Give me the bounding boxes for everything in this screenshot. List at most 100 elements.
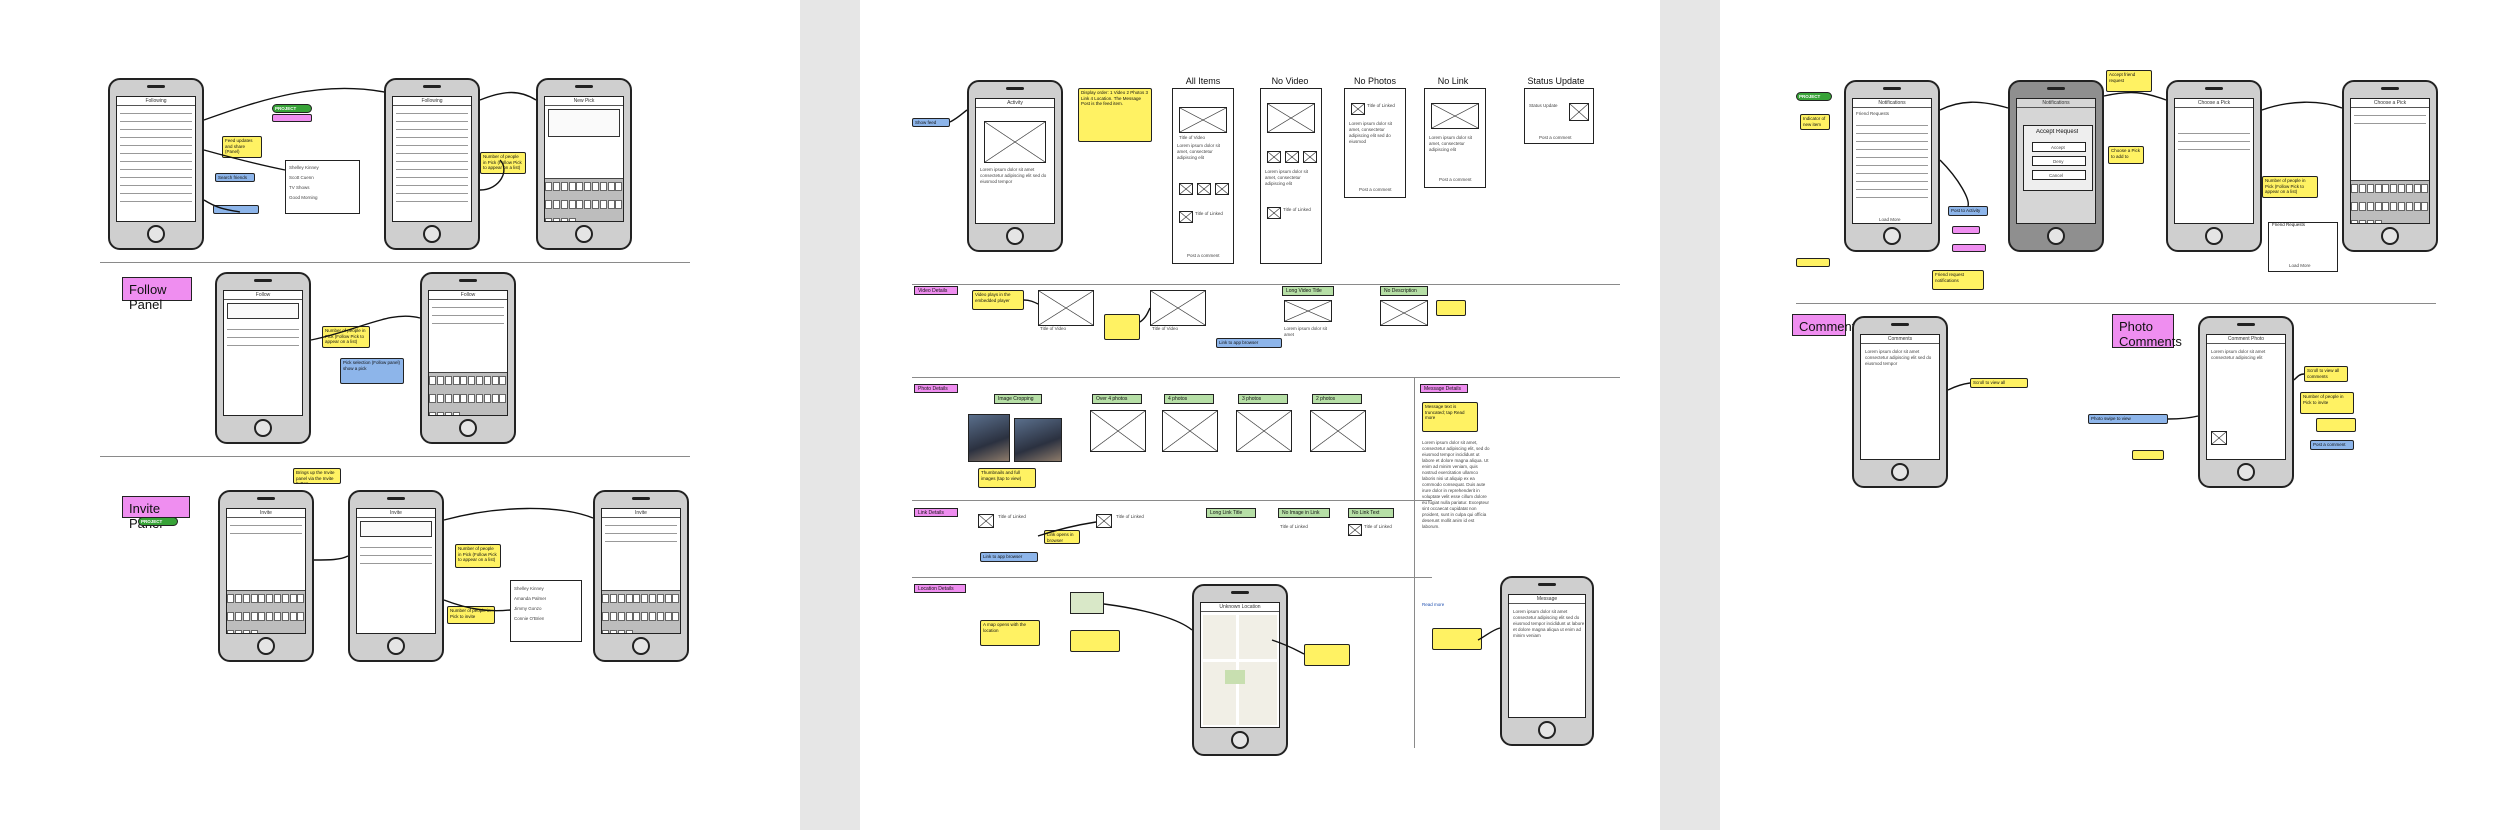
callout-show-feed: Show feed (912, 118, 950, 127)
phone-message: Message Lorem ipsum dolor sit amet conse… (1500, 576, 1594, 746)
post-comment-link[interactable]: Post a comment (1359, 187, 1392, 192)
deny-button[interactable]: Deny (2032, 156, 2086, 166)
section-label-photo-comments: Photo Comments (2112, 314, 2182, 349)
card-all-items: Title of Video Lorem ipsum dolor sit ame… (1172, 88, 1234, 264)
divider (1796, 303, 2436, 304)
home-button[interactable] (575, 225, 593, 243)
phone-invite: Invite (348, 490, 444, 662)
note-photo-count: Number of people in Pick to invite (2300, 392, 2354, 414)
home-button[interactable] (1891, 463, 1909, 481)
note-video-2 (1104, 314, 1140, 340)
screen-title: Notifications (1853, 99, 1931, 108)
home-button[interactable] (423, 225, 441, 243)
screen-title: Following (393, 97, 471, 106)
callout-requests (213, 205, 259, 214)
photo-sample (968, 414, 1010, 462)
card-no-photos: Title of Linked Lorem ipsum dolor sit am… (1344, 88, 1406, 198)
divider (912, 577, 1432, 578)
home-button[interactable] (2381, 227, 2399, 245)
variant-tag: Long Link Title (1206, 508, 1256, 518)
gutter (800, 0, 860, 830)
note-choose-pick: Choose a Pick to add to (2108, 146, 2144, 164)
list-item: Scott Cuenn (289, 175, 314, 180)
home-button[interactable] (254, 419, 272, 437)
note-scroll-photo-comments: Scroll to view all comments (2304, 366, 2348, 382)
note-link: Link opens in browser (1044, 530, 1080, 544)
section-label-message: Message Details (1420, 384, 1468, 393)
list-item: Jimmy Gonzo (514, 606, 542, 611)
note-pick-selection: Pick selection (Follow panel) show a pic… (340, 358, 404, 384)
section-label-comments: Comments (1792, 314, 1862, 336)
phone-choose-pick-keyboard: Choose a Pick (2342, 80, 2438, 252)
heading-no-link: No Link (1437, 76, 1469, 86)
video-thumb (1380, 300, 1428, 326)
note-photo: Thumbnails and full images (tap to view) (978, 468, 1036, 488)
home-button[interactable] (2237, 463, 2255, 481)
card-no-link: Lorem ipsum dolor sit amet, consectetur … (1424, 88, 1486, 188)
note-map (1070, 630, 1120, 652)
screen-title: Following (117, 97, 195, 106)
tag-pink (1952, 226, 1980, 234)
home-button[interactable] (1231, 731, 1249, 749)
callout-post-comment: Post a comment (2310, 440, 2354, 450)
variant-tag: Image Cropping (994, 394, 1042, 404)
accept-button[interactable]: Accept (2032, 142, 2086, 152)
home-button[interactable] (387, 637, 405, 655)
screen-title: Comment Photo (2207, 335, 2285, 344)
section-label-follow-panel: Follow Panel (122, 277, 192, 312)
phone-accept-request: Notifications Accept Request Accept Deny… (2008, 80, 2104, 252)
post-comment-link[interactable]: Post a comment (1187, 253, 1220, 258)
note-people-in-pick: Number of people in Pick (Follow Pick to… (480, 152, 526, 174)
note-follow-pick: Number of people in Pick (Follow Pick to… (322, 326, 370, 348)
post-comment-link[interactable]: Post a comment (1539, 135, 1572, 140)
project-only-badge: PROJECT ONLY (272, 104, 312, 113)
home-button[interactable] (1006, 227, 1024, 245)
home-button[interactable] (1538, 721, 1556, 739)
note-small (2132, 450, 2164, 460)
variant-tag: 2 photos (1312, 394, 1362, 404)
screen-title: Follow (224, 291, 302, 300)
section-label-photo: Photo Details (914, 384, 958, 393)
divider (912, 500, 1432, 501)
note-pick-count: Number of people in Pick (Follow Pick to… (2262, 176, 2318, 198)
screen-title: Choose a Pick (2351, 99, 2429, 108)
read-more-link[interactable]: Read more (1422, 602, 1445, 607)
note-location-pin (1304, 644, 1350, 666)
screen-title: Message (1509, 595, 1585, 604)
note-message-2 (1432, 628, 1482, 650)
home-button[interactable] (459, 419, 477, 437)
home-button[interactable] (2205, 227, 2223, 245)
divider (912, 284, 1620, 285)
phone-following-list: Following (384, 78, 480, 250)
screen-title: Notifications (2017, 99, 2095, 108)
members-list-column: Shelley Kinney Amanda Palmer Jimmy Gonzo… (510, 580, 582, 642)
phone-photo-comments: Comment Photo Lorem ipsum dolor sit amet… (2198, 316, 2294, 488)
divider (1414, 378, 1415, 748)
home-button[interactable] (632, 637, 650, 655)
list-item: Shelley Kinney (514, 586, 544, 591)
home-button[interactable] (147, 225, 165, 243)
section-label-link: Link Details (914, 508, 958, 517)
note-invite-pick: Number of people in Pick (Follow Pick to… (455, 544, 501, 568)
cancel-button[interactable]: Cancel (2032, 170, 2086, 180)
phone-notifications: Notifications Friend Requests Load More (1844, 80, 1940, 252)
video-thumb (1150, 290, 1206, 326)
home-button[interactable] (1883, 227, 1901, 245)
note-accept-request: Accept friend request (2106, 70, 2152, 92)
screen-title: Unknown Location (1201, 603, 1279, 612)
search-list-column: Shelley Kinney Scott Cuenn TV Shows Good… (285, 160, 360, 214)
phone-invite-members: Invite (593, 490, 689, 662)
map-view[interactable] (1203, 615, 1277, 725)
home-button[interactable] (257, 637, 275, 655)
photo-sample (1014, 418, 1062, 462)
screen-title: Choose a Pick (2175, 99, 2253, 108)
variant-tag: 3 photos (1238, 394, 1288, 404)
variant-tag: No Image in Link (1278, 508, 1330, 518)
post-comment-link[interactable]: Post a comment (1439, 177, 1472, 182)
variant-tag: 4 photos (1164, 394, 1214, 404)
note-video: Video plays in the embedded player (972, 290, 1024, 310)
home-button[interactable] (2047, 227, 2065, 245)
phone-activity: Activity Lorem ipsum dolor sit amet cons… (967, 80, 1063, 252)
load-more-link[interactable]: Load More (1879, 217, 1901, 222)
phone-follow: Follow (215, 272, 311, 444)
